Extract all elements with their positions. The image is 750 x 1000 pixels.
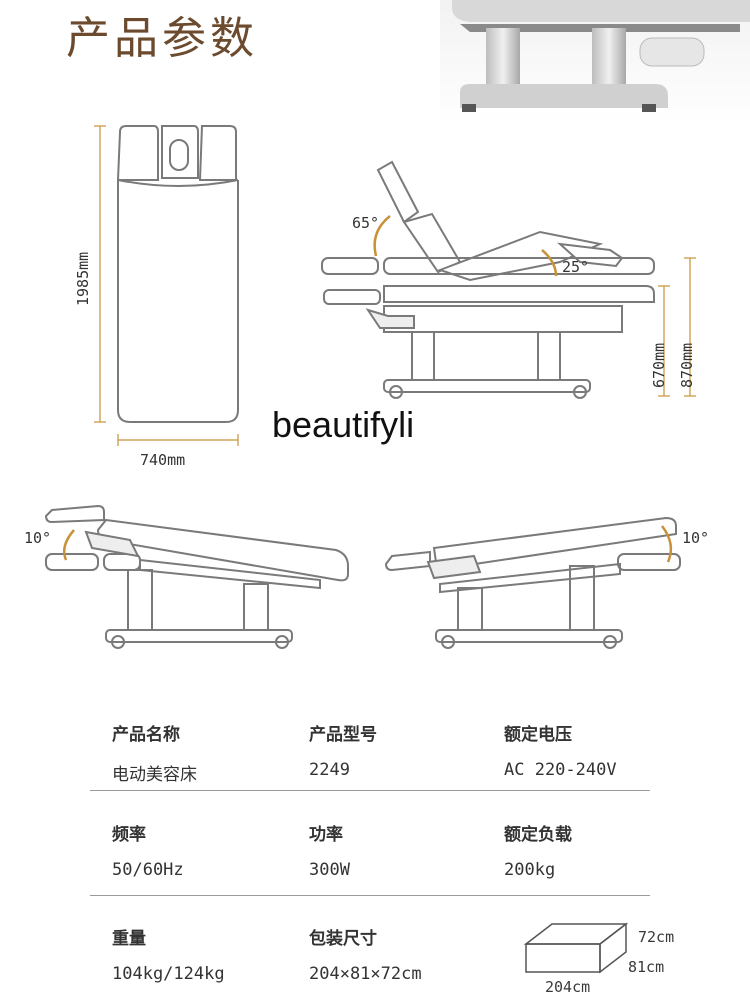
package-width-label: 204cm [545, 978, 591, 996]
right-tilt-bed [384, 516, 681, 649]
right-tilt-angle-label: 10° [682, 529, 710, 547]
spec-label: 产品型号 [309, 725, 377, 745]
side-view-bed [321, 160, 655, 399]
spec-label: 额定电压 [504, 725, 572, 745]
back-angle-arc [373, 215, 391, 257]
spec-value: 104kg/124kg [112, 964, 225, 984]
page-title: 产品参数 [66, 13, 258, 64]
divider [90, 790, 650, 791]
spec-value: 电动美容床 [112, 765, 197, 785]
spec-value: 300W [309, 860, 350, 880]
top-view-length-label: 1985mm [74, 251, 92, 306]
back-angle-label: 65° [352, 214, 380, 232]
leg-angle-label: 25° [562, 258, 590, 276]
spec-label: 功率 [309, 825, 343, 845]
spec-value: AC 220-240V [504, 760, 617, 780]
spec-label: 重量 [112, 929, 146, 949]
package-depth-label: 81cm [628, 958, 665, 976]
left-tilt-angle-label: 10° [24, 529, 52, 547]
left-tilt-bed [44, 504, 349, 649]
height-high-label: 870mm [678, 342, 696, 388]
spec-value: 200kg [504, 860, 556, 880]
spec-label: 产品名称 [112, 725, 180, 745]
spec-value: 204×81×72cm [309, 964, 422, 984]
package-height-label: 72cm [638, 928, 675, 946]
spec-label: 包装尺寸 [309, 929, 377, 949]
left-tilt-angle-arc [63, 529, 75, 561]
leg-angle-arc [541, 249, 558, 277]
product-photo [440, 0, 750, 125]
spec-label: 额定负载 [504, 825, 572, 845]
top-view-dimension-lines [94, 125, 239, 446]
spec-value: 50/60Hz [112, 860, 184, 880]
top-view-width-label: 740mm [140, 451, 186, 469]
divider [90, 895, 650, 896]
top-view-bed [116, 125, 239, 423]
height-low-label: 670mm [650, 342, 668, 388]
spec-value: 2249 [309, 760, 350, 780]
right-tilt-angle-arc [661, 525, 673, 563]
watermark-text: beautifyli [272, 404, 415, 445]
spec-label: 频率 [112, 825, 146, 845]
side-view-dimension-lines [658, 257, 696, 397]
technical-drawings [44, 125, 696, 649]
